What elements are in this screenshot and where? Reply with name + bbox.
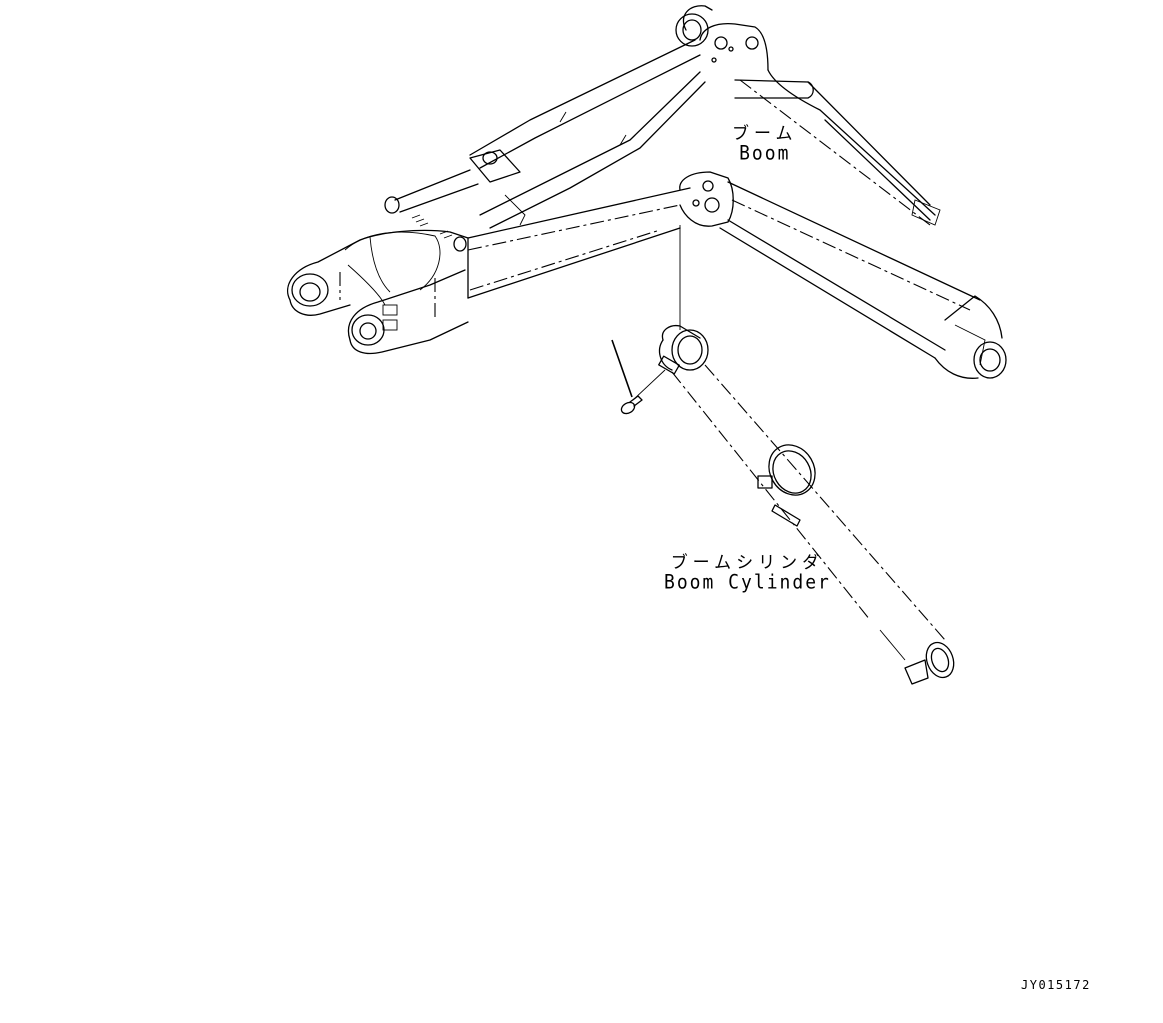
boom-drawing bbox=[287, 5, 1007, 379]
boom-cylinder-label: ブームシリンダ Boom Cylinder bbox=[664, 553, 831, 593]
boom-label-en: Boom bbox=[739, 141, 791, 165]
leader-line bbox=[611, 339, 633, 398]
boom-cylinder-drawing bbox=[658, 324, 955, 685]
boom-label: ブーム Boom bbox=[732, 124, 798, 164]
boom-cylinder-label-jp: ブームシリンダ bbox=[670, 553, 825, 573]
drawing-code: JY015172 bbox=[1021, 978, 1091, 992]
boom-cylinder-label-en: Boom Cylinder bbox=[664, 570, 831, 594]
grease-fitting-drawing bbox=[611, 339, 666, 415]
boom-label-jp: ブーム bbox=[732, 124, 798, 144]
